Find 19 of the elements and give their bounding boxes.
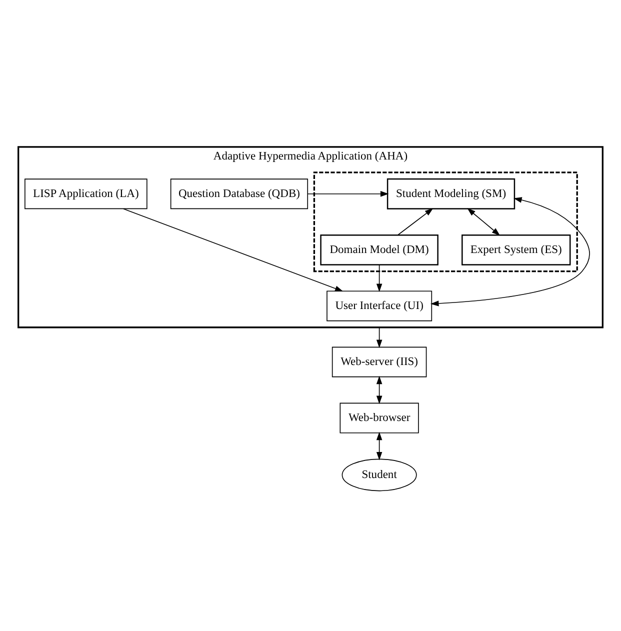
node-box: Web-browser [340, 402, 419, 434]
node-box: LISP Application (LA) [24, 178, 148, 210]
arrow [307, 190, 389, 197]
node-box: Web-server (IIS) [332, 346, 427, 378]
node-box: Domain Model (DM) [320, 234, 438, 266]
arrow [376, 376, 382, 404]
arrow [376, 326, 382, 348]
arrow [430, 197, 590, 306]
arrow [376, 264, 382, 292]
arrow [398, 208, 434, 236]
arrow [467, 208, 500, 236]
node-box: Student Modeling (SM) [386, 178, 516, 210]
node-box: Question Database (QDB) [170, 178, 308, 210]
cluster [313, 172, 578, 272]
node-box: User Interface (UI) [326, 290, 432, 322]
arrow [122, 208, 344, 292]
node-ellipse: Student [342, 458, 417, 492]
node-box: Expert System (ES) [462, 234, 571, 266]
arrow [376, 432, 382, 460]
